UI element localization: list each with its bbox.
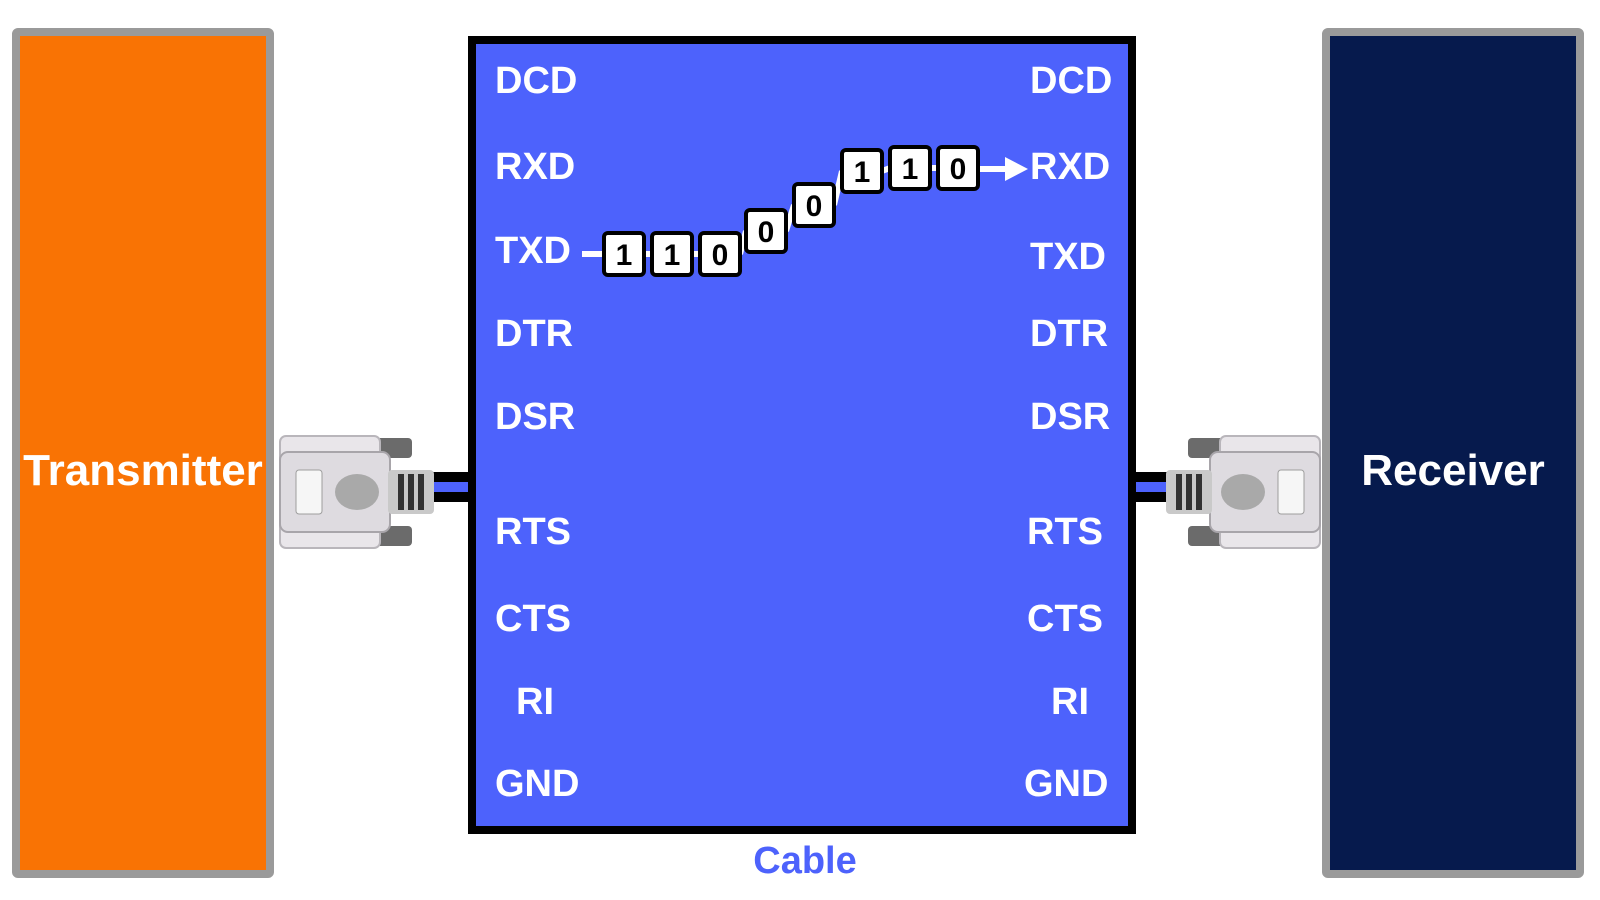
- bit-box-frame: [744, 208, 788, 254]
- right-pin-rts: RTS: [1027, 511, 1103, 553]
- transmitter-label: Transmitter: [23, 446, 263, 495]
- bit-value: 0: [950, 153, 967, 186]
- left-pin-txd: TXD: [495, 230, 571, 272]
- cable-caption: Cable: [753, 840, 857, 882]
- bit-value: 1: [664, 239, 681, 272]
- bit-box-frame: [840, 148, 884, 194]
- right-db9-connector-icon: [1166, 435, 1321, 549]
- right-pin-txd: TXD: [1030, 236, 1106, 278]
- left-cable-lead: [430, 472, 476, 502]
- right-pin-rxd: RXD: [1030, 146, 1111, 188]
- bit-box-frame: [650, 231, 694, 277]
- bit-box-frame: [888, 145, 932, 191]
- receiver-box: Receiver: [1322, 28, 1584, 878]
- left-pin-rxd: RXD: [495, 146, 576, 188]
- left-pin-dcd: DCD: [495, 60, 578, 102]
- receiver-label: Receiver: [1361, 446, 1545, 495]
- bit-box-frame: [792, 182, 836, 228]
- left-pin-dsr: DSR: [495, 396, 576, 438]
- bit-value: 0: [712, 239, 729, 272]
- right-pin-dcd: DCD: [1030, 60, 1113, 102]
- bit-value: 0: [806, 190, 823, 223]
- bit-box: 1: [840, 148, 884, 194]
- right-pin-ri: RI: [1051, 681, 1089, 723]
- bit-box: 0: [792, 182, 836, 228]
- bit-box: 0: [698, 231, 742, 277]
- bit-value: 0: [758, 216, 775, 249]
- bit-box: 1: [650, 231, 694, 277]
- left-pin-cts: CTS: [495, 598, 571, 640]
- left-pin-ri: RI: [516, 681, 554, 723]
- left-pin-gnd: GND: [495, 763, 580, 805]
- bit-box-frame: [698, 231, 742, 277]
- transmitter-box: Transmitter: [12, 28, 274, 878]
- right-pin-dsr: DSR: [1030, 396, 1111, 438]
- left-pin-dtr: DTR: [495, 313, 574, 355]
- right-pin-cts: CTS: [1027, 598, 1103, 640]
- right-pin-gnd: GND: [1024, 763, 1109, 805]
- bit-box-frame: [602, 231, 646, 277]
- bit-box: 1: [888, 145, 932, 191]
- bit-box: 0: [744, 208, 788, 254]
- bit-box: 0: [936, 145, 980, 191]
- bit-value: 1: [854, 156, 871, 189]
- bit-value: 1: [616, 239, 633, 272]
- bit-value: 1: [902, 153, 919, 186]
- right-pin-dtr: DTR: [1030, 313, 1109, 355]
- left-pin-rts: RTS: [495, 511, 571, 553]
- left-db9-connector-icon: [279, 435, 434, 549]
- bit-box: 1: [602, 231, 646, 277]
- bit-box-frame: [936, 145, 980, 191]
- data-direction-arrow-icon: [1005, 157, 1028, 181]
